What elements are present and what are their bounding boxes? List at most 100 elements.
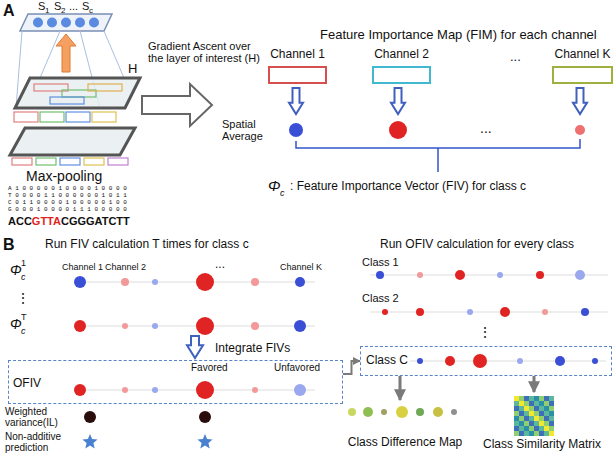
node-text: Favored bbox=[191, 362, 228, 374]
similarity-cell bbox=[524, 401, 529, 406]
onehot-row: A 1 0 0 0 0 0 1 0 0 0 0 1 0 0 0 0 bbox=[8, 186, 127, 192]
similarity-cell bbox=[519, 411, 524, 416]
subscript: c bbox=[21, 272, 26, 282]
importance-dot bbox=[74, 384, 86, 396]
difference-dot bbox=[363, 407, 373, 417]
node-text: Channel 2 bbox=[372, 48, 431, 62]
difference-dot bbox=[416, 408, 424, 416]
vector-axis bbox=[370, 275, 608, 276]
importance-dot bbox=[196, 317, 214, 335]
filter-map bbox=[12, 158, 32, 165]
ellipsis: ... bbox=[510, 50, 521, 65]
importance-dot bbox=[500, 307, 510, 317]
dense-connection bbox=[104, 31, 124, 78]
similarity-cell bbox=[514, 401, 519, 406]
similarity-cell bbox=[529, 416, 534, 421]
importance-dot bbox=[581, 308, 589, 316]
flow-arrow bbox=[343, 361, 360, 374]
average-arrow bbox=[289, 88, 303, 114]
similarity-cell bbox=[549, 426, 554, 431]
similarity-cell bbox=[519, 431, 524, 436]
importance-dot bbox=[575, 125, 585, 135]
node-text: Class C bbox=[366, 354, 408, 368]
similarity-cell bbox=[514, 426, 519, 431]
similarity-cell bbox=[514, 396, 519, 401]
output-layer bbox=[20, 14, 112, 31]
class-label: Class 1 bbox=[362, 256, 399, 269]
similarity-cell bbox=[539, 426, 544, 431]
output-symbol: S bbox=[82, 0, 89, 13]
motif-text: GTTA bbox=[32, 215, 61, 228]
symbol: Φ bbox=[10, 262, 22, 278]
similarity-cell bbox=[514, 411, 519, 416]
gradient-arrow bbox=[142, 84, 212, 126]
subscript: 1 bbox=[45, 6, 49, 15]
importance-dot bbox=[289, 123, 303, 137]
ellipsis: ... bbox=[480, 120, 492, 136]
similarity-cell bbox=[549, 416, 554, 421]
vector-axis bbox=[75, 326, 315, 327]
importance-dot bbox=[122, 387, 128, 393]
ellipsis: ⋮ bbox=[478, 324, 492, 340]
onehot-row: G 0 0 0 1 0 0 0 0 1 1 1 0 0 0 0 0 bbox=[8, 207, 127, 213]
row-label: Non-additive prediction bbox=[5, 431, 75, 453]
difference-dot bbox=[451, 409, 457, 415]
result-panel: Class Difference Map bbox=[340, 400, 470, 450]
similarity-cell bbox=[534, 401, 539, 406]
similarity-cell bbox=[519, 416, 524, 421]
similarity-cell bbox=[534, 431, 539, 436]
panel-label: B bbox=[3, 236, 15, 254]
similarity-cell bbox=[544, 421, 549, 426]
average-arrow bbox=[391, 88, 405, 114]
similarity-cell bbox=[544, 416, 549, 421]
importance-dot bbox=[389, 121, 407, 139]
importance-dot bbox=[74, 320, 86, 332]
similarity-cell bbox=[544, 411, 549, 416]
similarity-cell bbox=[529, 411, 534, 416]
filter-map bbox=[108, 158, 128, 165]
similarity-cell bbox=[539, 396, 544, 401]
flow-arrow bbox=[399, 376, 402, 400]
similarity-cell bbox=[544, 426, 549, 431]
channel-map: Channel 1 bbox=[268, 48, 327, 84]
similarity-cell bbox=[519, 426, 524, 431]
node-text: OFIV bbox=[13, 377, 41, 391]
similarity-cell bbox=[549, 431, 554, 436]
onehot-row: T 0 0 0 0 1 1 0 0 0 0 0 0 1 0 1 1 bbox=[8, 193, 127, 199]
importance-dot bbox=[536, 271, 544, 279]
similarity-cell bbox=[524, 406, 529, 411]
importance-dot bbox=[294, 320, 306, 332]
sequence-text: ACC bbox=[8, 215, 32, 228]
variance-dot bbox=[199, 411, 211, 423]
similarity-cell bbox=[534, 411, 539, 416]
importance-dot bbox=[542, 309, 548, 315]
step-note: Gradient Ascent over the layer of intere… bbox=[148, 40, 266, 64]
similarity-cell bbox=[534, 421, 539, 426]
dense-connection bbox=[40, 31, 60, 78]
importance-dot bbox=[382, 309, 388, 315]
vector-caption: : Feature Importance Vector (FIV) for cl… bbox=[290, 180, 526, 194]
output-unit bbox=[47, 18, 57, 28]
similarity-cell bbox=[514, 421, 519, 426]
filter-map bbox=[60, 158, 80, 165]
similarity-cell bbox=[514, 406, 519, 411]
output-unit bbox=[89, 18, 99, 28]
variance-dot bbox=[84, 411, 96, 423]
channel-label: Channel 2 bbox=[105, 262, 146, 272]
non-additive-star bbox=[197, 434, 212, 449]
ellipsis: ... bbox=[69, 0, 78, 13]
similarity-cell bbox=[544, 401, 549, 406]
panel-label: A bbox=[3, 2, 15, 20]
importance-dot bbox=[121, 278, 129, 286]
class-label: Class 2 bbox=[362, 292, 399, 305]
similarity-cell bbox=[534, 416, 539, 421]
feature-map-rect bbox=[372, 66, 431, 84]
similarity-cell bbox=[549, 421, 554, 426]
similarity-cell bbox=[544, 431, 549, 436]
importance-dot bbox=[196, 381, 214, 399]
channel-map: Channel K bbox=[552, 48, 613, 84]
importance-dot bbox=[417, 358, 423, 364]
feature-map bbox=[50, 97, 84, 104]
